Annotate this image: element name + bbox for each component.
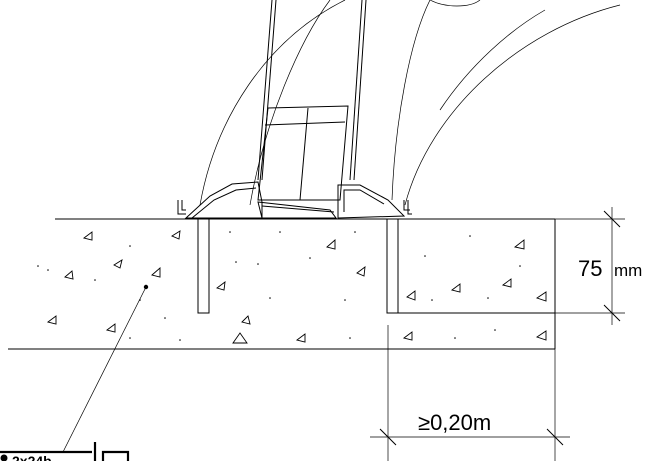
aggregate-mark — [64, 270, 74, 280]
depth-unit: mm — [614, 261, 642, 280]
wheel-outline — [199, 0, 621, 206]
anchor-right — [386, 218, 399, 314]
grate-right-lip-inner — [403, 200, 410, 211]
callout-bullet — [0, 454, 8, 461]
wheel-line-3 — [349, 0, 363, 181]
anchor-left — [197, 218, 210, 314]
aggregate-mark — [450, 283, 461, 293]
aggregate-mark — [326, 239, 336, 250]
aggregate-mark — [513, 239, 525, 250]
width-tick-left — [379, 428, 397, 446]
grate-right-lip — [407, 200, 412, 215]
leader-callout — [0, 284, 149, 461]
aggregate-mark — [151, 267, 161, 278]
leader-line — [62, 286, 147, 453]
callout-label: 2x24b — [12, 453, 52, 461]
grate-right-block — [337, 184, 406, 219]
aggregate-mark — [82, 231, 93, 241]
depth-value: 75 — [578, 256, 602, 281]
channel-grate — [177, 181, 412, 219]
wheel-arc-inner-left — [249, 0, 331, 206]
stipple-dots — [37, 231, 521, 341]
min-width-label: ≥0,20m — [418, 410, 491, 435]
aggregate-mark — [232, 332, 248, 344]
aggregate-mark — [501, 278, 512, 288]
aggregate-mark — [171, 230, 181, 240]
aggregate-mark — [402, 331, 413, 341]
grate-right-block-inner — [343, 189, 385, 212]
depth-dimension — [555, 207, 625, 325]
wheel-tread-divider — [299, 107, 309, 201]
callout-box — [101, 450, 130, 461]
depth-tick-top — [603, 210, 621, 228]
wheel-hub-arc — [429, 0, 481, 7]
aggregate-mark — [46, 315, 57, 325]
width-tick-right — [546, 428, 564, 446]
wheel-arc-far-right — [439, 9, 546, 111]
grate-left-block-inner — [191, 187, 257, 219]
wheel-tread-line — [264, 121, 346, 126]
wheel-arc-outer-right — [404, 4, 621, 206]
depth-tick-bottom — [603, 304, 621, 322]
aggregate-mark — [113, 259, 123, 269]
wheel-line-4 — [353, 0, 367, 181]
aggregate-mark — [535, 330, 547, 341]
wheel-arc-outer-left — [199, 0, 346, 206]
aggregate-mark — [406, 290, 416, 301]
wheel-line-2 — [261, 0, 277, 181]
aggregate-mark — [535, 291, 547, 302]
grate-left-lip — [177, 200, 186, 215]
grate-bar — [257, 201, 337, 219]
grate-bar-line — [261, 205, 335, 213]
width-dimension — [370, 325, 570, 461]
aggregate-mark — [216, 281, 226, 291]
concrete-slab — [8, 218, 556, 350]
aggregate-mark — [105, 323, 116, 333]
wheel-line-1 — [257, 0, 273, 181]
aggregate-marks — [46, 230, 547, 344]
wheel-tread-block — [257, 105, 349, 201]
wheel-arc-inner-right — [391, 0, 431, 201]
aggregate-mark — [295, 333, 306, 343]
grate-left-lip-inner — [181, 200, 186, 211]
wheel-body — [257, 0, 367, 201]
aggregate-mark — [356, 266, 366, 277]
aggregate-mark — [241, 315, 251, 325]
